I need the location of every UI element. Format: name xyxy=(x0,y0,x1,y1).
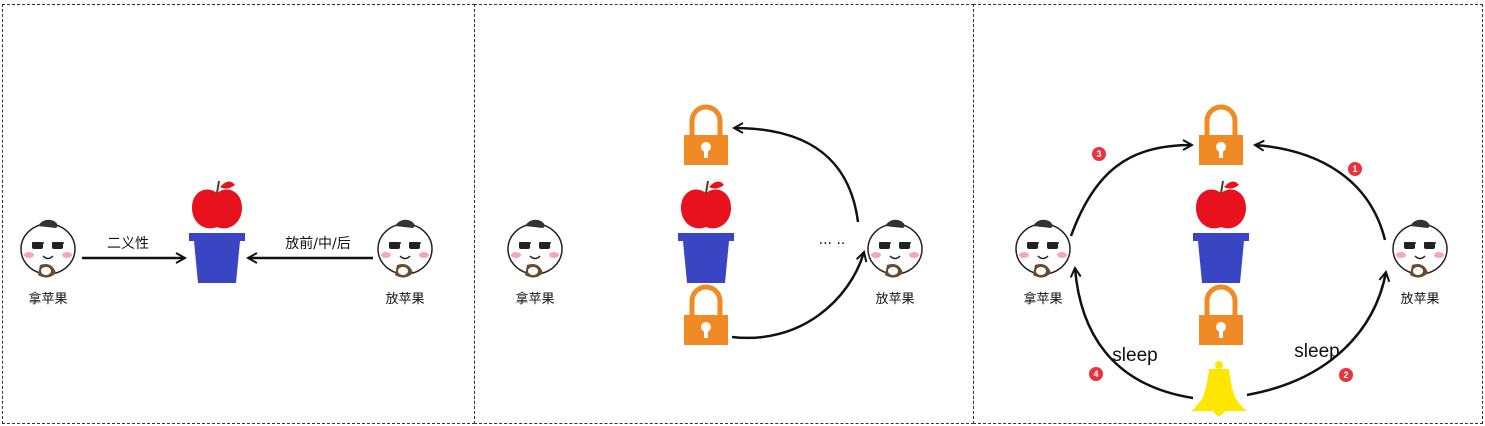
badge-2: 2 xyxy=(1339,368,1353,382)
panel1-arrow-put-label: 放前/中/后 xyxy=(285,235,350,252)
panel2-lock-bottom xyxy=(684,287,728,345)
panel3-sleep-left: sleep xyxy=(1112,345,1157,366)
panel3-arrow-step3 xyxy=(1071,145,1192,236)
panel2-putter xyxy=(868,220,922,278)
panel3-taker-label: 拿苹果 xyxy=(1023,291,1062,307)
badge-4: 4 xyxy=(1089,367,1103,381)
panel1-taker xyxy=(21,220,75,278)
badge-1: 1 xyxy=(1348,162,1362,176)
svg-text:2: 2 xyxy=(1343,370,1348,380)
panel2-putter-label: 放苹果 xyxy=(875,292,914,307)
panel3-taker xyxy=(1016,220,1070,278)
panel2-taker-label: 拿苹果 xyxy=(515,291,554,307)
panel2-taker xyxy=(508,220,562,278)
panel3-lock-bottom xyxy=(1199,287,1243,345)
svg-text:1: 1 xyxy=(1352,164,1357,174)
panel3-lock-top xyxy=(1199,107,1243,165)
panel1-basket xyxy=(189,233,245,283)
panel2-arrow-from-lock-bottom xyxy=(732,252,864,338)
panel1-putter-label: 放苹果 xyxy=(385,292,424,307)
panel1-apple xyxy=(192,181,242,228)
svg-text:4: 4 xyxy=(1093,369,1098,379)
panel2-apple xyxy=(681,181,731,228)
panel2-basket xyxy=(678,233,734,283)
bell-icon xyxy=(1191,361,1247,416)
panel2-ellipsis: ··· ·· xyxy=(819,236,846,252)
panel3-basket xyxy=(1193,233,1249,283)
panel3-arrow-step1 xyxy=(1255,145,1385,240)
panel3-apple xyxy=(1196,181,1246,228)
panel3-putter-label: 放苹果 xyxy=(1400,292,1439,307)
panel1-taker-label: 拿苹果 xyxy=(28,291,67,307)
svg-text:3: 3 xyxy=(1096,149,1101,159)
panel3-putter xyxy=(1393,220,1447,278)
panel3-sleep-right: sleep xyxy=(1294,341,1339,362)
panel1-putter xyxy=(378,220,432,278)
panel2-lock-top xyxy=(684,107,728,165)
panel2-arrow-to-lock-top xyxy=(734,128,858,222)
panel1-arrow-take-label: 二义性 xyxy=(107,236,149,252)
badge-3: 3 xyxy=(1092,147,1106,161)
panel3-arrow-step2 xyxy=(1247,272,1386,395)
